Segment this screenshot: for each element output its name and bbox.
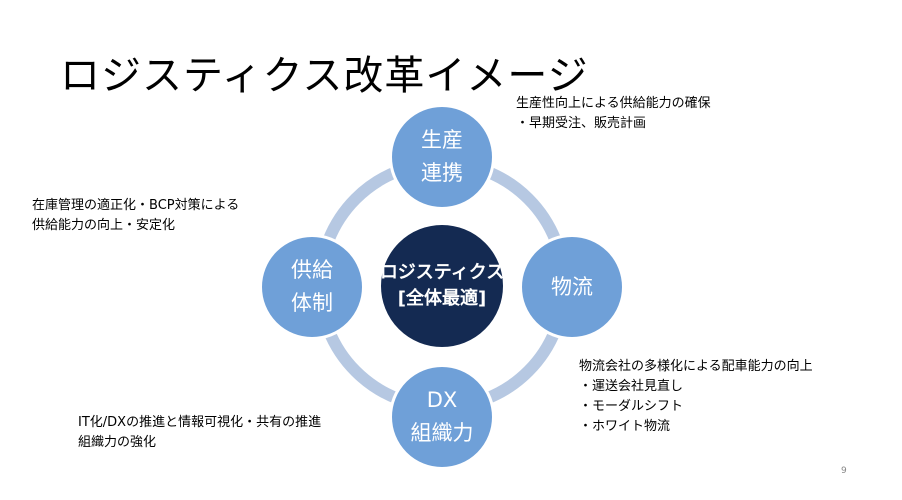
node-supply-system: 供給 体制: [259, 234, 365, 340]
node-center-logistics: ロジスティクス [全体最適]: [378, 222, 506, 350]
page-number: 9: [841, 466, 847, 476]
node-label: 供給: [291, 258, 333, 283]
node-label: 体制: [291, 291, 333, 315]
node-logistics: 物流: [519, 234, 625, 340]
node-dx-organization: DX 組織力: [389, 364, 495, 470]
note-line: 生産性向上による供給能力の確保: [516, 96, 711, 111]
note-line: ・早期受注、販売計画: [516, 116, 647, 131]
node-production-link: 生産 連携: [389, 104, 495, 210]
note-line: 在庫管理の適正化・BCP対策による: [32, 198, 240, 213]
center-sublabel: [全体最適]: [397, 288, 487, 309]
note-line: 供給能力の向上・安定化: [32, 218, 176, 233]
note-line: IT化/DXの推進と情報可視化・共有の推進: [78, 415, 322, 430]
node-label: 物流: [551, 274, 593, 299]
note-supply: 在庫管理の適正化・BCP対策による 供給能力の向上・安定化: [32, 196, 239, 236]
node-label: 連携: [421, 161, 463, 185]
node-label: 組織力: [410, 421, 474, 445]
center-label: ロジスティクス: [379, 261, 505, 283]
note-dx: IT化/DXの推進と情報可視化・共有の推進 組織力の強化: [78, 413, 321, 453]
note-line: ・運送会社見直し: [579, 379, 684, 394]
node-label: DX: [426, 388, 458, 413]
note-logistics: 物流会社の多様化による配車能力の向上 ・運送会社見直し ・モーダルシフト ・ホワ…: [579, 357, 813, 437]
note-line: ・ホワイト物流: [579, 419, 671, 434]
note-line: 組織力の強化: [78, 435, 157, 450]
slide-title: ロジスティクス改革イメージ: [60, 52, 589, 99]
note-line: 物流会社の多様化による配車能力の向上: [579, 359, 813, 374]
note-line: ・モーダルシフト: [579, 399, 684, 414]
note-production: 生産性向上による供給能力の確保 ・早期受注、販売計画: [516, 94, 711, 134]
node-label: 生産: [421, 128, 463, 153]
